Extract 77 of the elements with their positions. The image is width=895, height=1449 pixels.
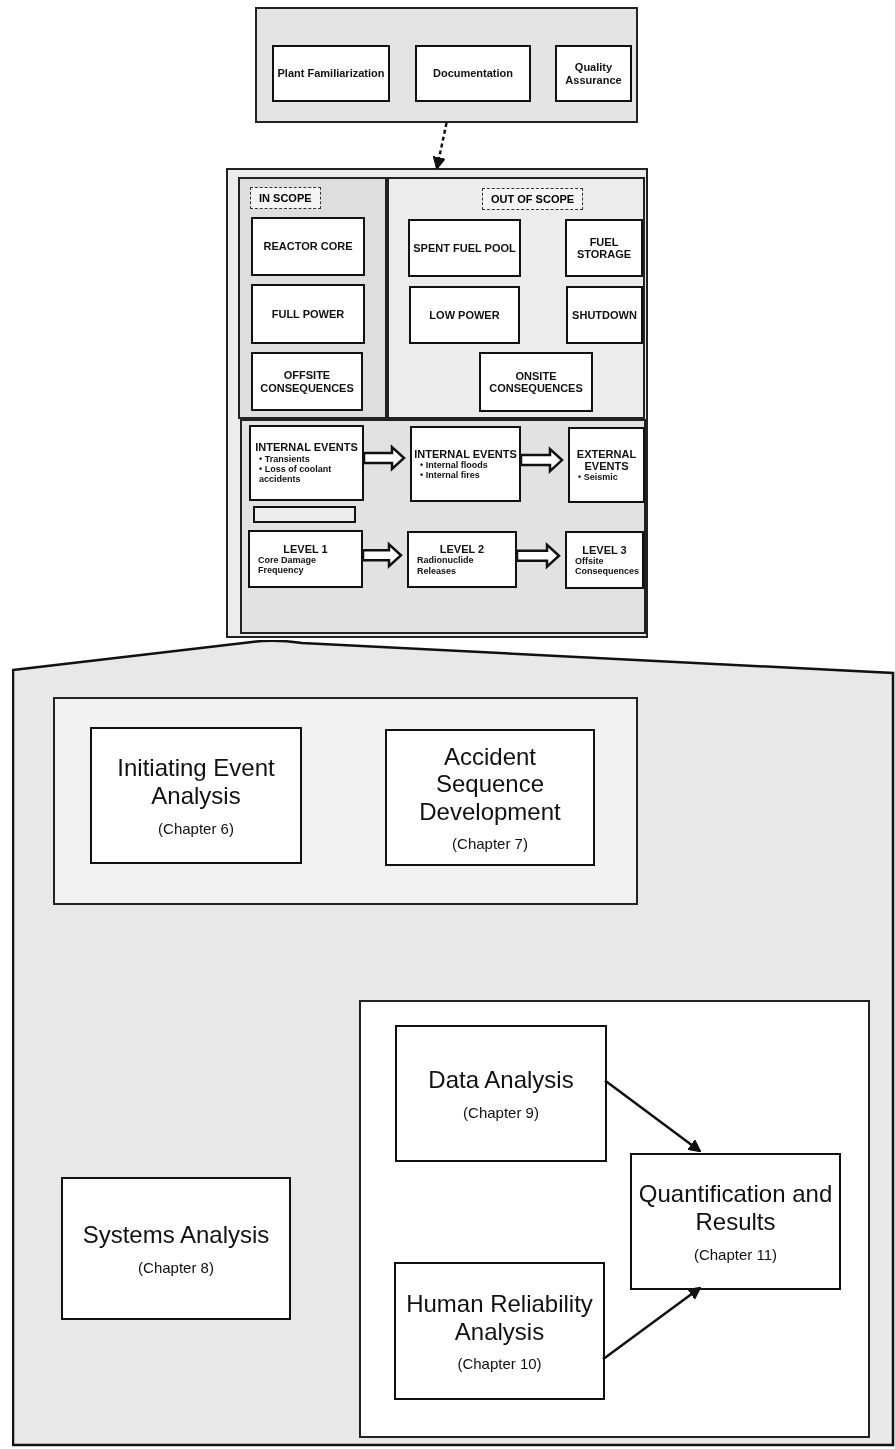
chapter-label: (Chapter 6) [158,819,234,837]
scope-box [566,286,643,344]
scope-box [568,427,645,503]
scope-box [272,45,390,102]
box-label: ONSITE CONSEQUENCES [488,369,584,395]
scope-box [249,425,364,501]
scope-label: IN SCOPE [250,187,321,209]
box-label: SHUTDOWN [572,308,637,322]
arrow [604,1079,702,1153]
scope-box [565,531,644,589]
process-box [630,1153,841,1290]
box-label: Documentation [432,67,514,80]
scope-box [408,219,521,277]
box-label: Initiating Event Analysis [116,754,276,810]
arrow [432,122,448,170]
bullet-item: • Loss of coolant accidents [259,463,333,485]
process-box [385,729,595,866]
bullet-item: • Seismic [578,471,618,483]
box-label: Systems Analysis [82,1221,270,1249]
panel [238,177,387,419]
block-arrow [362,444,406,472]
chapter-label: (Chapter 9) [463,1103,539,1121]
scope-box [409,286,520,344]
scope-box [407,531,517,588]
box-label: EXTERNAL EVENTS [575,447,638,472]
box-label: OFFSITE CONSEQUENCES [259,369,355,394]
box-label: LOW POWER [429,308,500,322]
scope-box [251,352,363,411]
panel [226,168,648,638]
arrow [602,1286,702,1361]
box-label: Plant Familiarization [277,67,385,80]
box-label: SPENT FUEL POOL [413,241,516,255]
box-label: Quality Assurance [564,61,623,86]
box-label: INTERNAL EVENTS [255,441,358,454]
process-box [394,1262,605,1400]
block-arrow [519,446,564,474]
bullet-item: • Internal floods [420,459,488,471]
box-label: Data Analysis [428,1066,574,1094]
panel [53,697,638,905]
panel [387,177,645,419]
chapter-label: (Chapter 8) [138,1258,214,1276]
bullet-item: • Transients [259,453,310,464]
scope-box [415,45,531,102]
box-label: Accident Sequence Development [418,742,562,826]
box-label: LEVEL 3 [582,543,627,556]
panel [240,419,646,634]
block-arrow [361,541,403,570]
block-arrow [515,541,561,570]
box-label: INTERNAL EVENTS [414,447,517,460]
scope-box [479,352,593,412]
box-label: REACTOR CORE [263,240,353,253]
box-label: Quantification and Results [637,1180,834,1236]
box-label: LEVEL 2 [439,543,485,556]
chapter-label: (Chapter 7) [452,835,528,853]
scope-label: OUT OF SCOPE [482,188,584,210]
process-box [90,727,302,864]
scope-box [251,217,365,276]
panel [359,1000,870,1438]
process-box [395,1025,607,1162]
box-label: FUEL STORAGE [575,235,633,261]
empty-box [253,506,356,523]
box-label: FULL POWER [271,307,345,321]
scope-box [555,45,632,102]
scope-box [410,426,521,502]
scope-box [565,219,643,277]
scope-box [251,284,365,344]
panel [255,7,638,123]
bullet-item: • Internal fires [420,470,480,481]
process-box [61,1177,291,1320]
box-label: LEVEL 1 [283,542,328,555]
box-label: Human Reliability Analysis [405,1289,594,1346]
chapter-label: (Chapter 10) [457,1355,542,1373]
scope-box [248,530,363,588]
chapter-label: (Chapter 11) [693,1245,778,1263]
bullet-item: Offsite Consequences [575,555,641,577]
bullet-item: Core Damage Frequency [258,554,318,576]
bullet-item: Radionuclide Releases [417,555,475,576]
